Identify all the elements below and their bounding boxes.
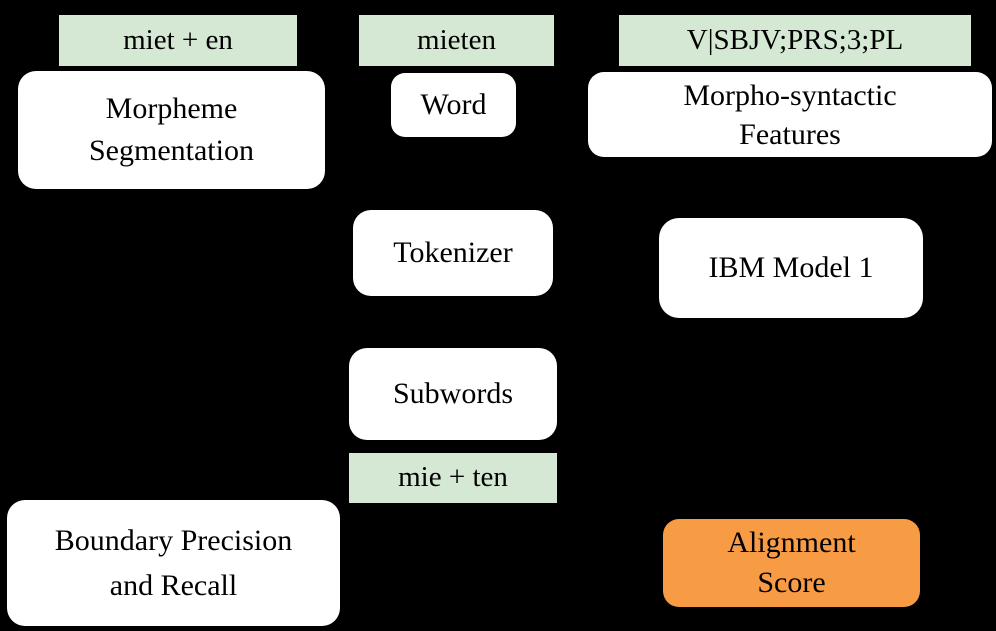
node-morpheme-segmentation: Morpheme Segmentation [18, 71, 325, 189]
node-alignment-score: Alignment Score [663, 519, 920, 607]
node-morpho-syntactic-features: Morpho-syntactic Features [588, 72, 992, 157]
annotation-msd-tag-example: V|SBJV;PRS;3;PL [619, 15, 971, 66]
node-ibm-model-1: IBM Model 1 [659, 218, 923, 318]
node-word: Word [391, 73, 516, 137]
annotation-source-word-example: mieten [359, 15, 554, 66]
node-boundary-precision-recall: Boundary Precision and Recall [7, 500, 340, 626]
annotation-subword-segmented-example: mie + ten [349, 453, 557, 503]
node-subwords: Subwords [349, 348, 557, 440]
node-tokenizer: Tokenizer [353, 210, 553, 296]
annotation-morpheme-segmented-example: miet + en [59, 15, 297, 66]
